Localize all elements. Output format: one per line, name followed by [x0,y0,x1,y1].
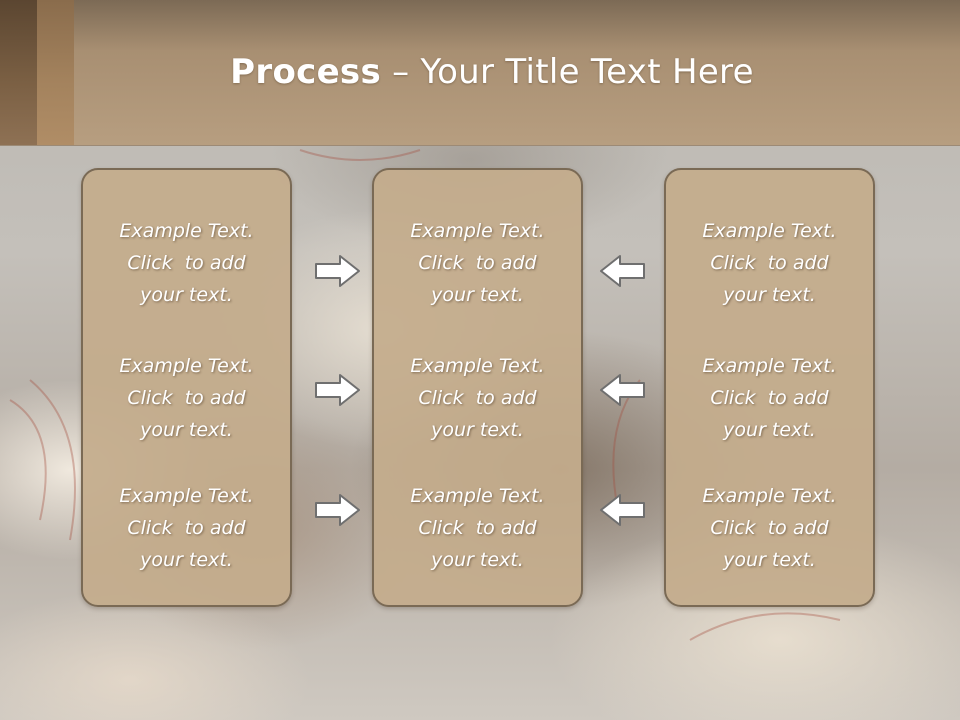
text-block[interactable]: Example Text. Click to add your text. [374,215,581,311]
text-block[interactable]: Example Text. Click to add your text. [374,350,581,446]
text-line: Click to add [127,252,246,274]
slide-title[interactable]: Process – Your Title Text Here [0,52,960,92]
text-block[interactable]: Example Text. Click to add your text. [666,215,873,311]
text-line: Example Text. [119,355,254,377]
text-line: Example Text. [702,220,837,242]
right-arrow-icon [315,374,360,406]
text-line: Click to add [127,517,246,539]
text-block[interactable]: Example Text. Click to add your text. [666,480,873,576]
text-line: your text. [431,549,524,571]
text-line: your text. [431,419,524,441]
text-block[interactable]: Example Text. Click to add your text. [666,350,873,446]
text-line: Click to add [418,517,537,539]
process-box-right[interactable]: Example Text. Click to add your text. Ex… [664,168,875,607]
text-line: Click to add [710,387,829,409]
text-block[interactable]: Example Text. Click to add your text. [83,480,290,576]
text-line: your text. [723,549,816,571]
right-arrow-icon [315,494,360,526]
title-rest: – Your Title Text Here [381,52,754,92]
right-arrow-icon [315,255,360,287]
text-line: your text. [723,284,816,306]
title-bar: Process – Your Title Text Here [0,0,960,146]
text-block[interactable]: Example Text. Click to add your text. [374,480,581,576]
text-line: Example Text. [702,355,837,377]
text-line: your text. [431,284,524,306]
text-line: Click to add [710,252,829,274]
left-arrow-icon [600,494,645,526]
text-line: Example Text. [410,355,545,377]
text-block[interactable]: Example Text. Click to add your text. [83,215,290,311]
text-line: Example Text. [410,485,545,507]
title-bold: Process [230,52,382,92]
text-line: Click to add [418,252,537,274]
text-line: your text. [723,419,816,441]
text-block[interactable]: Example Text. Click to add your text. [83,350,290,446]
text-line: your text. [140,284,233,306]
text-line: Example Text. [119,220,254,242]
text-line: Example Text. [410,220,545,242]
process-box-center[interactable]: Example Text. Click to add your text. Ex… [372,168,583,607]
text-line: Example Text. [119,485,254,507]
text-line: Click to add [127,387,246,409]
text-line: Click to add [418,387,537,409]
left-arrow-icon [600,374,645,406]
text-line: Click to add [710,517,829,539]
left-arrow-icon [600,255,645,287]
header-accent-light [37,0,74,145]
header-accent-dark [0,0,37,145]
text-line: Example Text. [702,485,837,507]
process-box-left[interactable]: Example Text. Click to add your text. Ex… [81,168,292,607]
text-line: your text. [140,419,233,441]
text-line: your text. [140,549,233,571]
